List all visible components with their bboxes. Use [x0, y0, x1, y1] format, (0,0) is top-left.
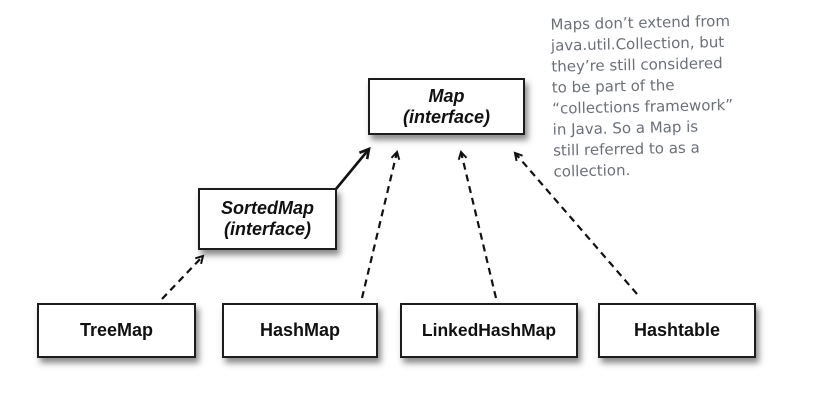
node-hashmap: HashMap	[222, 303, 378, 358]
node-map-label: Map	[428, 85, 465, 106]
node-treemap-label: TreeMap	[79, 320, 154, 340]
node-hashtable: Hashtable	[598, 303, 756, 358]
node-map-interface: Map (interface)	[368, 78, 525, 135]
edge-treemap-to-sortedmap	[161, 254, 205, 300]
node-sortedmap-sublabel: (interface)	[223, 219, 312, 239]
node-hashmap-label: HashMap	[259, 320, 340, 340]
node-linkedhashmap-label: LinkedHashMap	[421, 320, 557, 340]
node-sortedmap-label: SortedMap	[220, 198, 314, 218]
handwritten-note: Maps don’t extend from java.util.Collect…	[550, 11, 734, 181]
edge-linkedhashmap-to-map	[457, 150, 498, 299]
node-treemap: TreeMap	[37, 303, 196, 358]
node-hashtable-label: Hashtable	[633, 320, 721, 340]
node-map-sublabel: (interface)	[402, 106, 491, 127]
edge-sortedmap-to-map	[334, 146, 371, 190]
edge-hashmap-to-map	[360, 150, 401, 299]
node-sortedmap-interface: SortedMap (interface)	[198, 188, 337, 250]
node-linkedhashmap: LinkedHashMap	[400, 303, 578, 358]
